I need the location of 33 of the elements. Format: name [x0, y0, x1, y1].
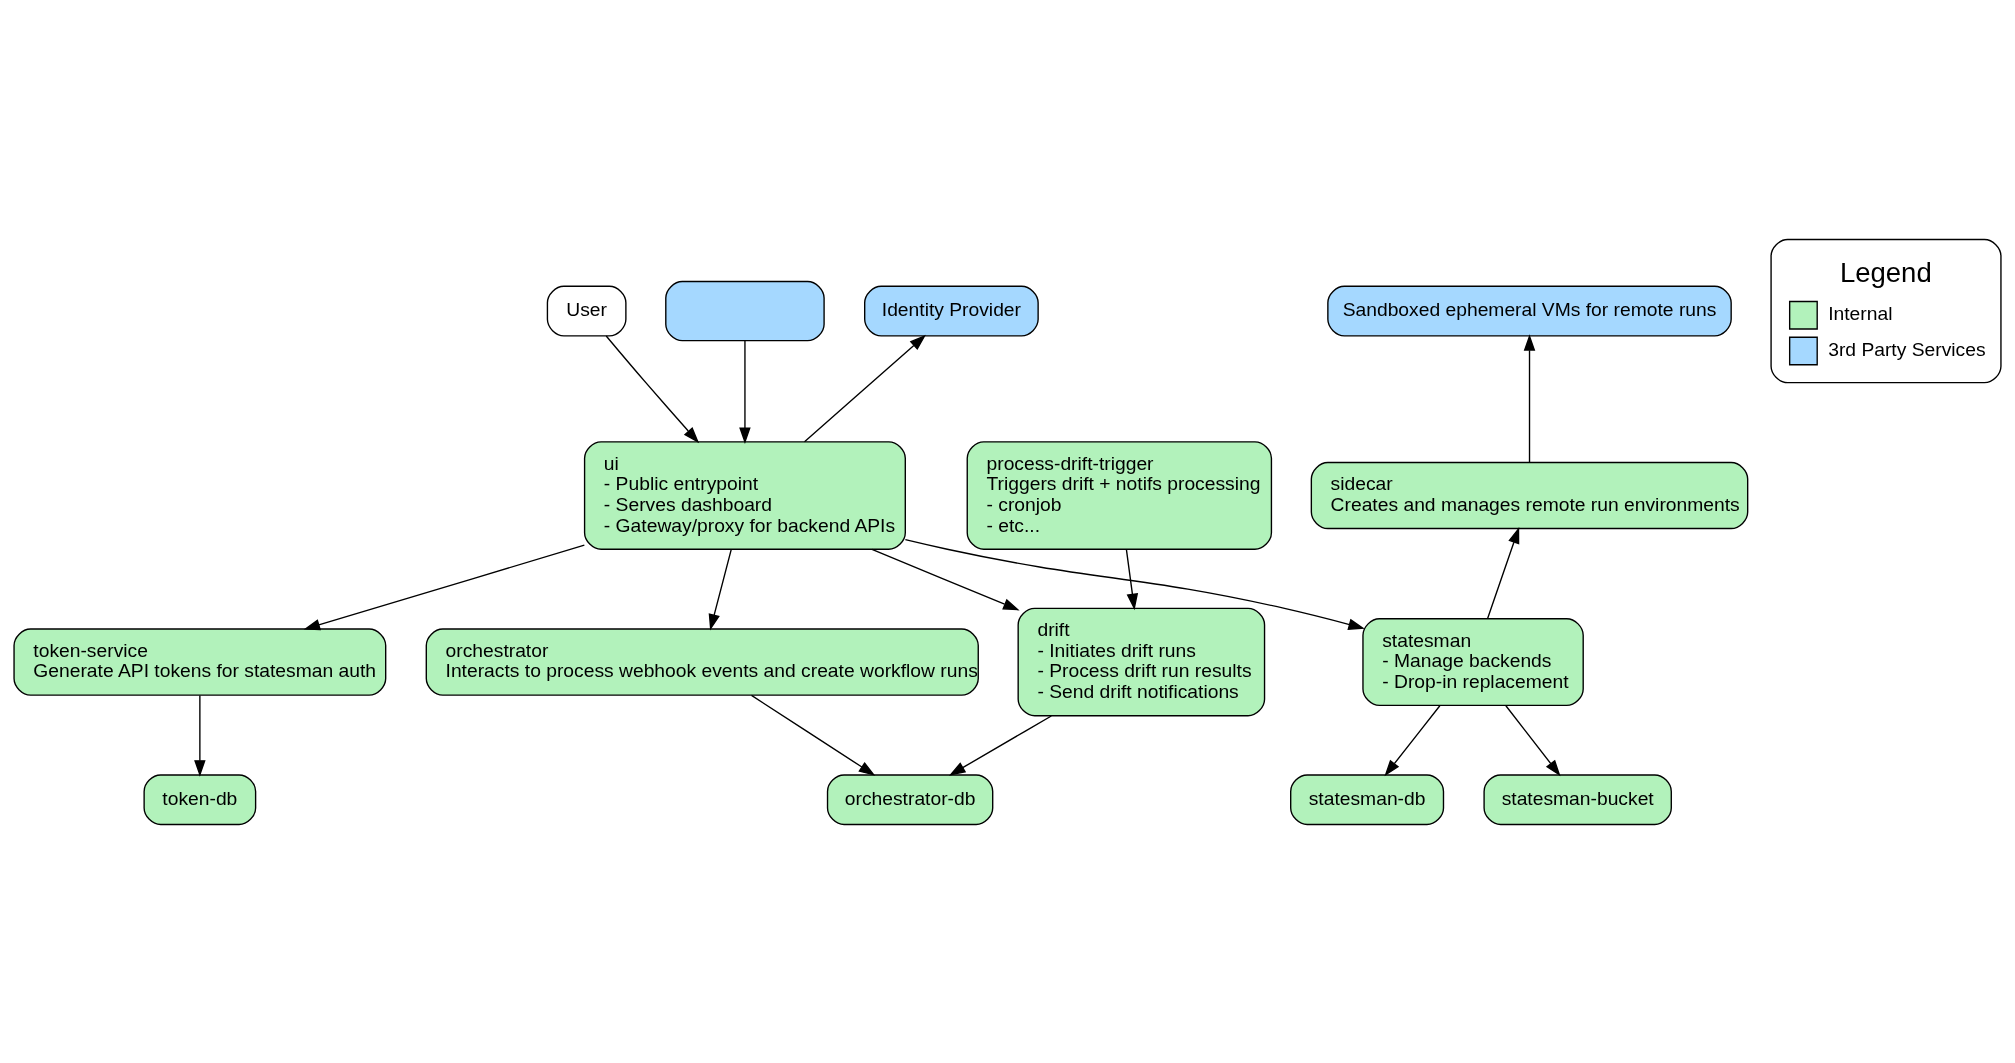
arrow — [1487, 526, 1520, 619]
arrow — [904, 538, 1365, 630]
arrow — [948, 714, 1052, 776]
node-box: drift - Initiates drift runs - Process drift run results - Send drift notifications — [1017, 607, 1266, 716]
arrow — [194, 694, 206, 777]
node-box: process-drift-trigger Triggers drift + notifs processing - cronjob - etc... — [966, 440, 1273, 550]
arrow — [871, 548, 1020, 610]
node-box: sidecar Creates and manages remote run environments — [1310, 461, 1749, 529]
legend-label: Internal — [1828, 302, 1893, 324]
node-box: statesman-bucket — [1483, 773, 1672, 825]
arrow — [1505, 704, 1561, 776]
arrow — [1125, 548, 1139, 610]
arrow — [708, 548, 732, 631]
node-box: Identity Provider — [864, 285, 1039, 337]
node-box: Sandboxed ephemeral VMs for remote runs — [1327, 285, 1732, 337]
legend-label: 3rd Party Services — [1828, 338, 1986, 360]
node-box: orchestrator Interacts to process webhook events and create workflow runs — [425, 627, 979, 696]
node-box: token-service Generate API tokens for statesman auth — [13, 627, 387, 696]
node-box: orchestrator-db — [826, 773, 994, 825]
arrow — [303, 543, 586, 630]
node-box: User — [546, 285, 627, 337]
label: Legend — [1839, 256, 1932, 288]
arrow — [803, 334, 926, 442]
arrow — [1384, 704, 1441, 776]
node-box: statesman-db — [1290, 773, 1445, 825]
arrow — [750, 694, 876, 776]
node-box: token-db — [143, 773, 257, 825]
node-box — [665, 280, 825, 341]
arrow — [605, 334, 700, 443]
arrow — [1523, 333, 1536, 463]
node-box: ui - Public entrypoint - Serves dashboard - Gateway/proxy for backend APIs — [583, 440, 906, 550]
arrow — [739, 339, 751, 444]
node-box: statesman - Manage backends - Drop-in replacement — [1362, 617, 1584, 706]
